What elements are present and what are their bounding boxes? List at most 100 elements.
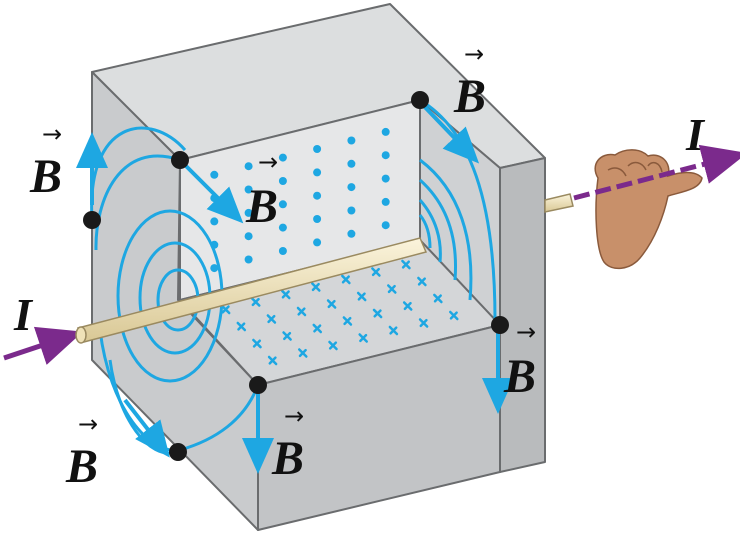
field-dot	[313, 238, 322, 247]
field-cross	[433, 293, 443, 304]
field-dot	[381, 151, 390, 160]
svg-text:I: I	[685, 109, 706, 160]
svg-text:B: B	[503, 350, 536, 403]
field-cross	[312, 323, 323, 334]
svg-text:B: B	[453, 70, 486, 123]
field-dot	[347, 159, 356, 168]
svg-text:→: →	[78, 410, 98, 438]
field-dot	[381, 174, 390, 183]
label-field-upper-center: → B	[245, 148, 278, 233]
current-arrow-out	[573, 144, 740, 201]
field-arc-r5	[419, 98, 497, 321]
label-current-out: I	[685, 109, 706, 160]
field-dot	[210, 170, 219, 179]
field-dot	[347, 206, 356, 215]
point-upper-right	[411, 91, 429, 109]
field-cross	[418, 318, 429, 328]
point-upper-center	[171, 151, 189, 169]
field-cross	[356, 291, 367, 302]
point-left	[83, 211, 101, 229]
field-arrows	[76, 100, 514, 474]
field-cross	[387, 284, 397, 294]
field-dot	[347, 229, 356, 238]
field-dot	[244, 255, 253, 264]
point-bottom-center	[249, 376, 267, 394]
field-dot	[244, 208, 253, 217]
field-cross	[236, 321, 247, 332]
field-cross	[296, 306, 307, 317]
label-field-bottom-left: → B	[65, 410, 98, 493]
field-loop-6	[179, 384, 260, 452]
field-cross	[388, 325, 399, 336]
field-dot	[278, 153, 287, 162]
svg-text:→: →	[516, 318, 536, 346]
svg-text:→: →	[284, 402, 304, 430]
label-current-in: I	[13, 289, 34, 340]
field-arrow-upper-center	[180, 160, 244, 224]
field-dot	[278, 223, 287, 232]
field-arc-r2	[419, 178, 457, 281]
field-cross	[311, 282, 321, 292]
svg-text:→: →	[42, 120, 62, 148]
field-arrow-upper-right	[418, 100, 480, 164]
field-arc-r4	[418, 214, 432, 249]
label-field-upper-right: → B	[453, 40, 486, 123]
field-cross	[267, 355, 278, 366]
field-dot	[313, 191, 322, 200]
field-dot	[278, 200, 287, 209]
field-dot	[244, 232, 253, 241]
field-loop-4	[94, 154, 181, 251]
field-cross	[417, 276, 427, 287]
field-dot	[381, 221, 390, 230]
field-dots	[210, 127, 390, 273]
field-cross	[280, 289, 291, 300]
label-field-bottom-center: → B	[271, 402, 304, 485]
field-dot	[244, 162, 253, 171]
svg-text:I: I	[13, 289, 34, 340]
field-cross	[326, 299, 337, 309]
field-cross	[266, 314, 277, 324]
field-cross	[449, 310, 459, 321]
label-field-left: → B	[29, 120, 62, 203]
field-arc-r1	[419, 158, 473, 301]
field-dot	[278, 247, 287, 255]
field-cross	[401, 259, 411, 270]
svg-text:B: B	[65, 440, 98, 493]
right-hand-rule-icon	[594, 149, 703, 270]
field-dot	[347, 183, 356, 192]
point-right	[491, 316, 509, 334]
field-cross	[298, 348, 308, 358]
field-cross	[282, 331, 292, 341]
field-arrow-bottom-left	[123, 398, 170, 458]
field-dot	[313, 145, 322, 153]
svg-text:→: →	[464, 40, 484, 68]
field-dot	[381, 127, 390, 136]
svg-text:→: →	[258, 148, 278, 176]
field-cross	[328, 340, 338, 351]
field-cross	[342, 316, 353, 326]
field-cross	[402, 301, 413, 311]
svg-text:B: B	[245, 180, 278, 233]
svg-text:B: B	[29, 150, 62, 203]
block	[91, 3, 546, 531]
field-cross	[371, 267, 381, 277]
block-right-face	[499, 157, 546, 473]
wire-exit	[544, 193, 574, 213]
field-arc-r3	[418, 199, 442, 263]
label-field-right: → B	[503, 318, 536, 403]
field-dot	[381, 197, 390, 206]
field-cross	[341, 274, 351, 285]
current-arrow-in	[3, 326, 83, 365]
sample-points	[83, 91, 509, 461]
field-lines-right	[418, 98, 497, 321]
field-dot	[278, 177, 287, 185]
point-bottom-left	[169, 443, 187, 461]
wire-end-front	[75, 326, 87, 344]
field-dot	[244, 185, 253, 194]
field-cross	[252, 338, 262, 349]
field-cross	[358, 333, 368, 343]
field-dot	[313, 168, 322, 177]
field-dot	[210, 264, 219, 273]
field-cross	[250, 297, 261, 307]
